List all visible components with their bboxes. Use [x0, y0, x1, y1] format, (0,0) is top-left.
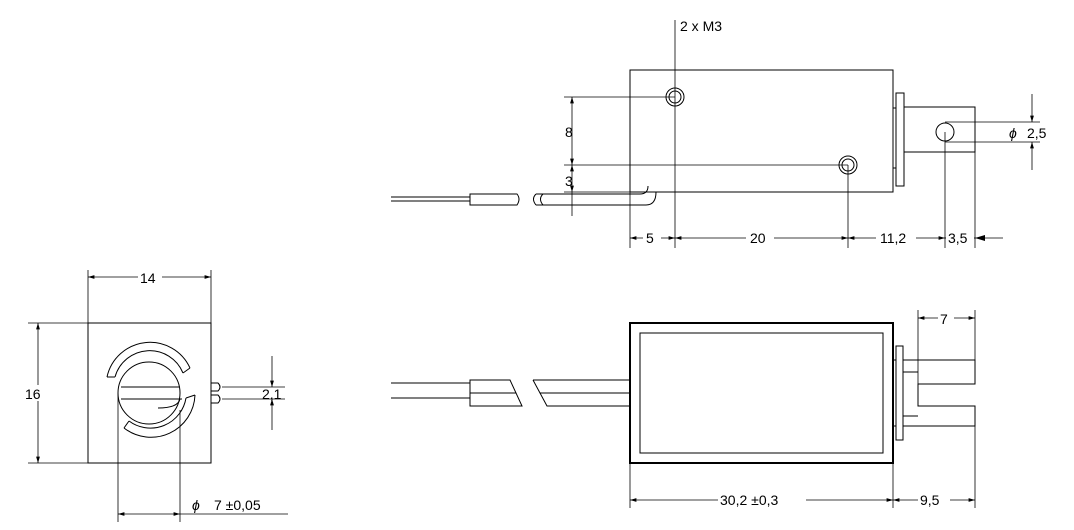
top-body — [629, 69, 894, 193]
dim-8: 8 — [565, 124, 573, 140]
top-flange-inner — [892, 107, 897, 169]
dim-16: 16 — [25, 386, 41, 402]
top-tab — [904, 106, 976, 153]
dim-11-2: 11,2 — [880, 230, 906, 246]
dim-tab-9-5: 9,5 — [920, 492, 940, 508]
diameter-symbol-1: ϕ — [1009, 125, 1017, 141]
dim-tab-7: 7 — [940, 311, 948, 327]
side-flange — [895, 345, 904, 441]
top-flange — [895, 92, 905, 187]
side-flange-inner — [892, 359, 897, 427]
dim-pin-dia: 2,5 — [1027, 125, 1047, 141]
dim-bore-dia: 7 ±0,05 — [214, 497, 261, 513]
side-view: 7 30,2 ±0,3 9,5 — [391, 310, 976, 508]
diameter-symbol-2: ϕ — [192, 497, 200, 513]
top-view: 2 x M3 8 3 5 20 11,2 3,5 ϕ 2,5 — [391, 18, 1047, 248]
dim-pin-gap: 2,1 — [262, 386, 282, 402]
thread-label: 2 x M3 — [680, 18, 722, 34]
side-body-inner — [639, 332, 884, 454]
top-wire — [391, 185, 657, 206]
dim-length: 30,2 ±0,3 — [720, 492, 778, 508]
dim-5: 5 — [646, 230, 654, 246]
dim-20: 20 — [750, 230, 766, 246]
side-tabs — [903, 359, 976, 427]
dim-3-5: 3,5 — [948, 230, 968, 246]
side-body — [629, 322, 894, 464]
bore — [117, 361, 181, 425]
dim-14: 14 — [140, 270, 156, 286]
end-view: 14 16 2,1 ϕ 7 ±0,05 — [23, 269, 288, 522]
end-body — [87, 322, 212, 464]
dim-3: 3 — [565, 173, 573, 189]
